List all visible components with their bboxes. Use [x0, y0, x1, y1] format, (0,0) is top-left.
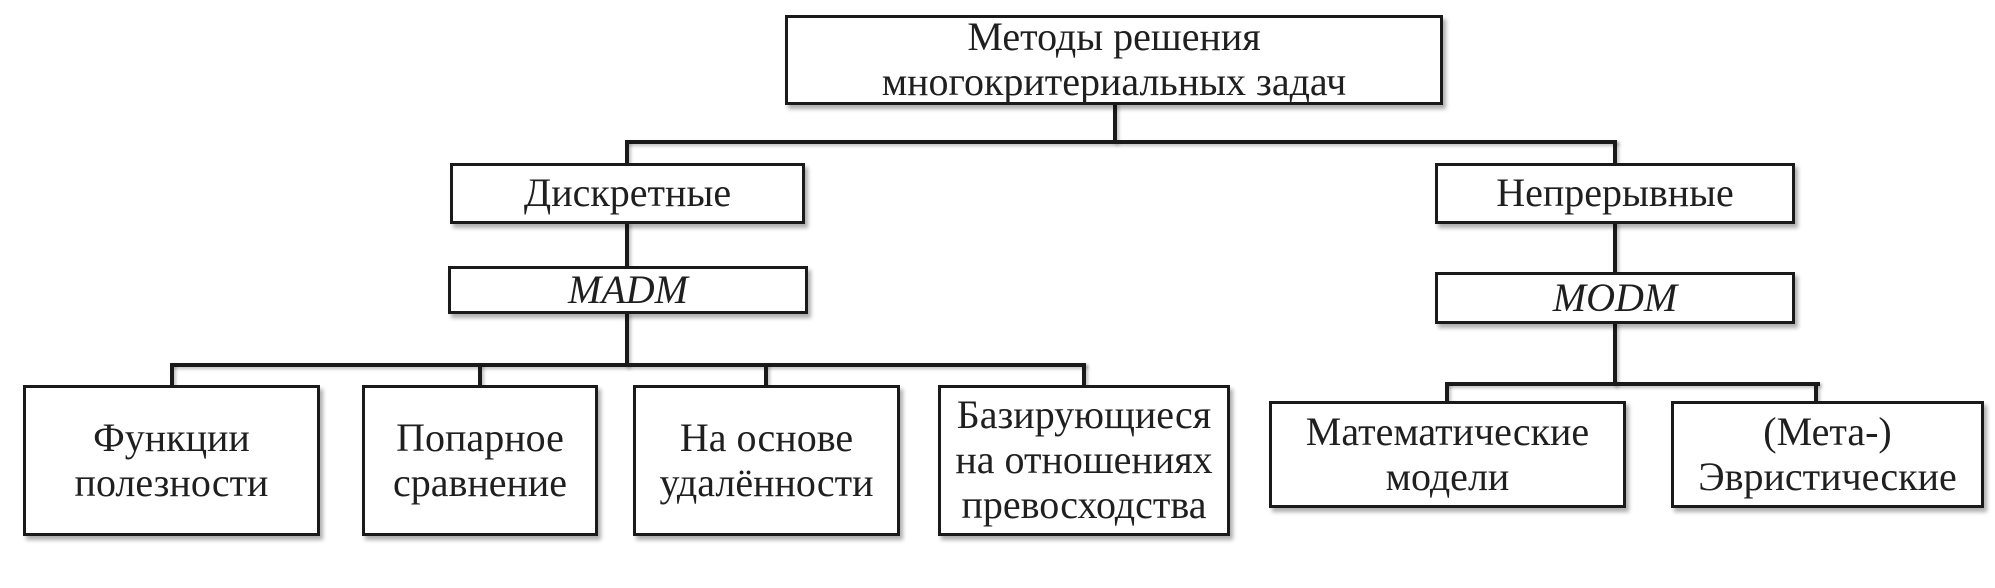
connector-madm-stub	[625, 312, 629, 367]
node-root-label: Методы решения многокритериальных задач	[881, 14, 1347, 104]
connector-discrete-madm	[625, 222, 629, 269]
connector-root-stub	[1113, 103, 1117, 143]
node-madm: MADM	[448, 266, 808, 314]
connector-drop-pairwise-comparison	[478, 363, 482, 388]
node-utility-functions: Функции полезности	[23, 385, 320, 536]
node-mathematical-models: Математические модели	[1269, 401, 1626, 508]
node-meta-heuristic: (Мета-) Эвристические	[1671, 401, 1984, 508]
node-modm-label: MODM	[1552, 274, 1678, 320]
node-madm-label: MADM	[568, 266, 688, 312]
node-mathematical-models-label: Математические модели	[1305, 408, 1590, 499]
connector-modm-horizontal	[1445, 382, 1820, 386]
node-continuous: Непрерывные	[1435, 163, 1795, 224]
node-distance-based-label: На основе удалённости	[659, 414, 874, 505]
connector-level1-horizontal	[625, 140, 1617, 144]
connector-drop-meta-heuristic	[1814, 382, 1818, 404]
connector-drop-continuous	[1613, 140, 1617, 166]
connector-drop-mathematical-models	[1445, 382, 1449, 404]
node-pairwise-comparison-label: Попарное сравнение	[392, 414, 568, 505]
node-outranking: Базирующиеся на отношениях превосходства	[938, 385, 1230, 536]
node-utility-functions-label: Функции полезности	[74, 414, 269, 505]
node-outranking-label: Базирующиеся на отношениях превосходства	[955, 392, 1213, 527]
node-continuous-label: Непрерывные	[1496, 170, 1734, 216]
connector-drop-discrete	[625, 140, 629, 166]
connector-drop-outranking	[1082, 363, 1086, 388]
connector-drop-utility-functions	[170, 363, 174, 388]
node-modm: MODM	[1435, 272, 1795, 324]
node-pairwise-comparison: Попарное сравнение	[362, 385, 598, 536]
connector-drop-distance-based	[764, 363, 768, 388]
connector-madm-horizontal	[170, 363, 1086, 367]
node-discrete-label: Дискретные	[523, 170, 732, 216]
connector-modm-stub	[1613, 322, 1617, 386]
node-discrete: Дискретные	[450, 163, 805, 224]
node-distance-based: На основе удалённости	[633, 385, 900, 536]
node-root: Методы решения многокритериальных задач	[785, 14, 1443, 105]
node-meta-heuristic-label: (Мета-) Эвристические	[1698, 408, 1957, 499]
connector-continuous-modm	[1613, 222, 1617, 275]
